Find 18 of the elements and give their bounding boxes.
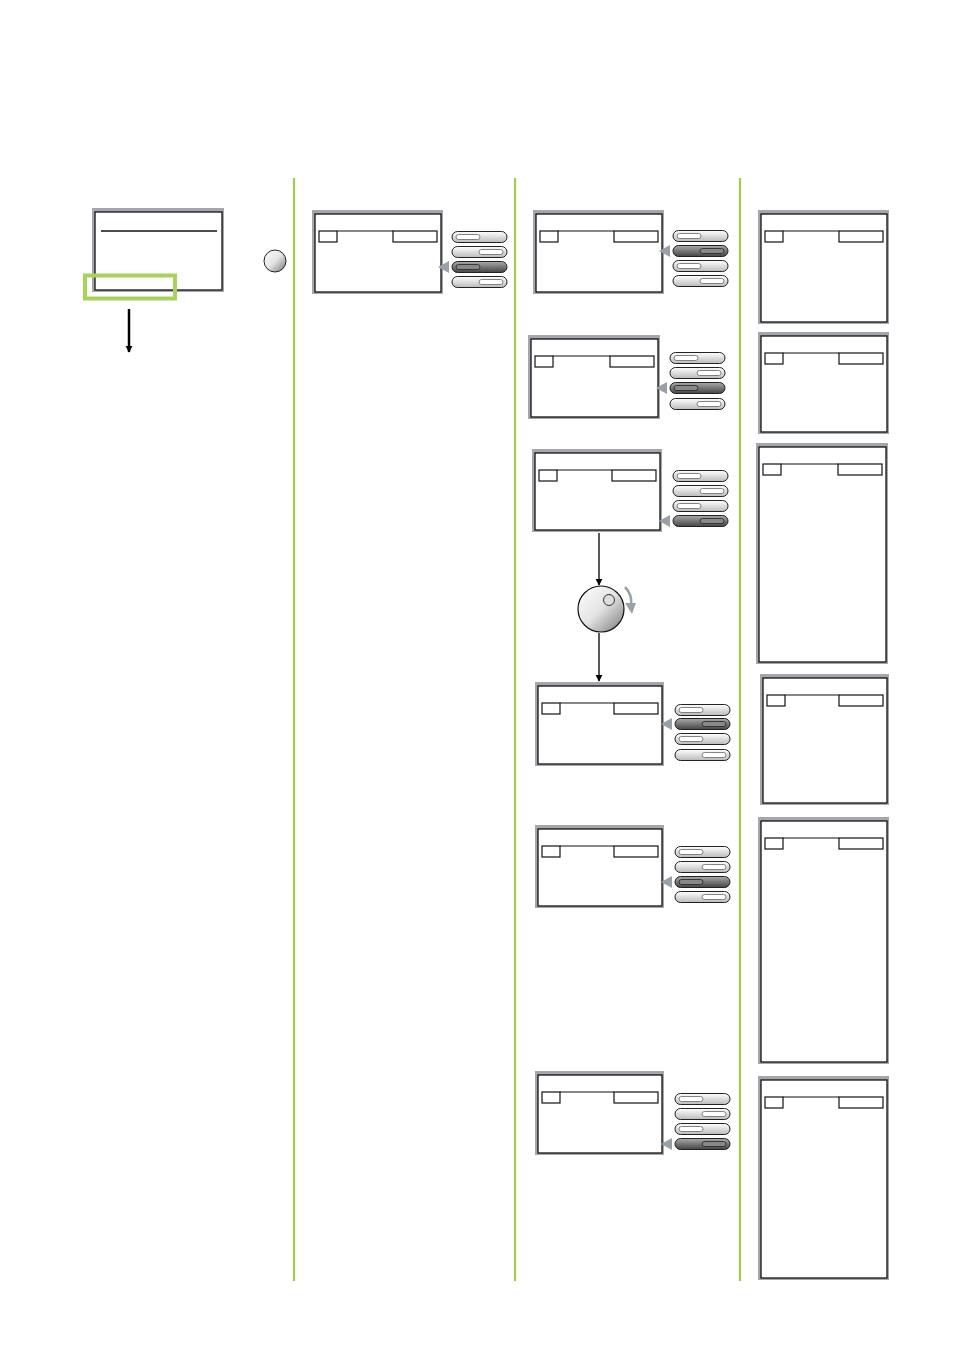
display-screen: [756, 443, 888, 664]
display-screen: [532, 449, 662, 532]
arrow: [125, 309, 133, 353]
display-screen: [758, 1076, 889, 1280]
display-screen: [535, 825, 664, 908]
display-screen: [312, 210, 443, 294]
display-screen: [758, 332, 889, 434]
rotary-knob: [577, 585, 625, 633]
display-screen: [760, 674, 889, 805]
display-screen: [92, 208, 224, 292]
arrow: [595, 532, 603, 586]
display-screen: [535, 1071, 664, 1155]
display-screen: [758, 210, 889, 324]
display-screen: [528, 335, 660, 419]
display-screen: [758, 817, 889, 1064]
display-screen: [533, 210, 664, 294]
arrow: [595, 632, 603, 682]
display-screen: [535, 682, 664, 766]
